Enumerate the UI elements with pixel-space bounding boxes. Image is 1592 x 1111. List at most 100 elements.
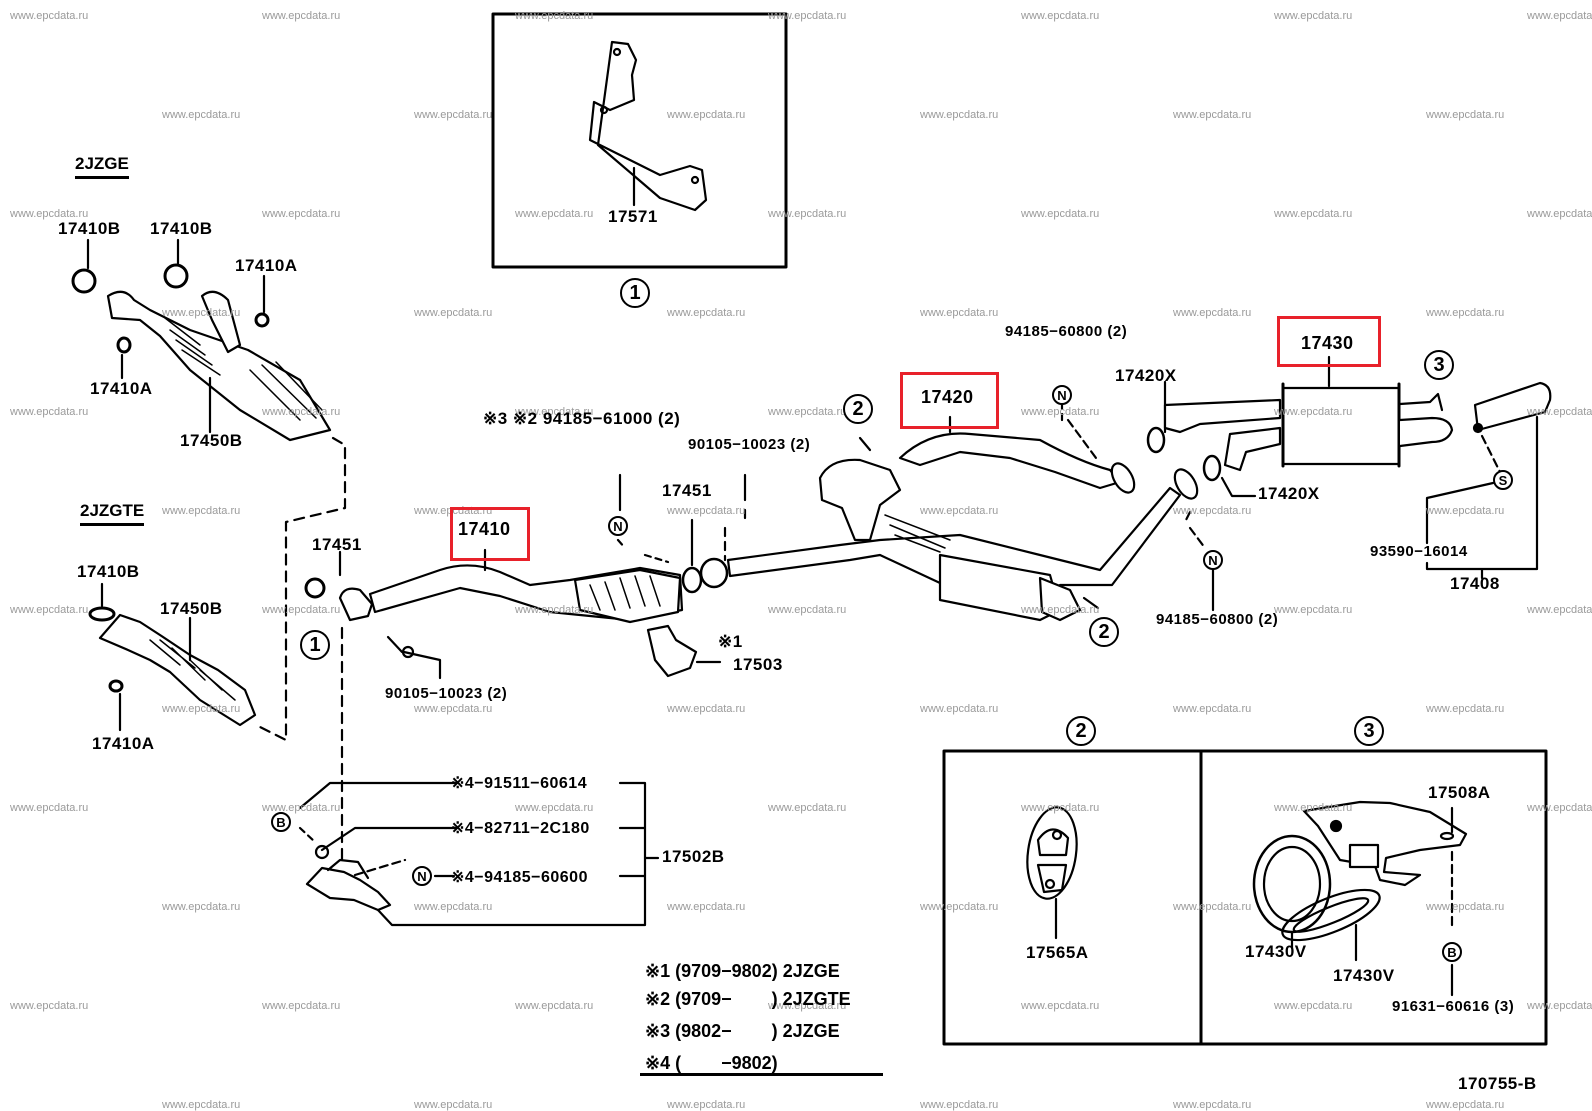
part-label-17451-2[interactable]: 17451 [662, 481, 712, 500]
watermark-text: www.epcdata.ru [1426, 1099, 1505, 1111]
watermark-text: www.epcdata.ru [1426, 505, 1505, 517]
watermark-text: www.epcdata.ru [414, 703, 493, 715]
insulator-17502B-drawing [298, 781, 660, 927]
callout-3-main[interactable]: 3 [1424, 350, 1454, 380]
watermark-text: www.epcdata.ru [1274, 1000, 1353, 1012]
part-label-91511-60614[interactable]: ※4−91511−60614 [451, 775, 588, 792]
callout-3-inset[interactable]: 3 [1354, 716, 1384, 746]
callout-2-main-upper[interactable]: 2 [843, 394, 873, 424]
part-label-94185-61000[interactable]: ※3 ※2 94185−61000 (2) [483, 409, 681, 428]
nut-marker-N-94185-61000[interactable]: N [608, 516, 628, 536]
part-label-17450B-1[interactable]: 17450B [180, 431, 243, 450]
watermark-text: www.epcdata.ru [414, 109, 493, 121]
part-label-94185-60800-1[interactable]: 94185−60800 (2) [1005, 323, 1128, 340]
bracket-17508A-drawing [1302, 800, 1468, 997]
part-label-17420X-2[interactable]: 17420X [1258, 484, 1320, 503]
part-label-17430V-2[interactable]: 17430V [1333, 966, 1395, 985]
note-1-mark: ※1 [645, 961, 671, 981]
note-4-mark: ※4 [645, 1053, 671, 1073]
nut-marker-N-94185-60800-1[interactable]: N [1052, 385, 1072, 405]
watermark-text: www.epcdata.ru [667, 703, 746, 715]
part-label-17410B-2[interactable]: 17410B [150, 219, 213, 238]
part-label-17571[interactable]: 17571 [608, 207, 658, 226]
watermark-text: www.epcdata.ru [920, 901, 999, 913]
watermark-text: www.epcdata.ru [262, 10, 341, 22]
watermark-text: www.epcdata.ru [162, 307, 241, 319]
watermark-text: www.epcdata.ru [515, 802, 594, 814]
nut-marker-N-94185-60800-2[interactable]: N [1203, 550, 1223, 570]
watermark-text: www.epcdata.ru [1527, 208, 1592, 220]
watermark-text: www.epcdata.ru [1021, 406, 1100, 418]
watermark-text: www.epcdata.ru [667, 307, 746, 319]
part-label-17410A-2[interactable]: 17410A [90, 379, 153, 398]
watermark-text: www.epcdata.ru [1274, 10, 1353, 22]
watermark-text: www.epcdata.ru [162, 109, 241, 121]
part-label-17408[interactable]: 17408 [1450, 574, 1500, 593]
part-label-17565A[interactable]: 17565A [1026, 943, 1089, 962]
part-label-94185-60800-2[interactable]: 94185−60800 (2) [1156, 611, 1279, 628]
watermark-text: www.epcdata.ru [1173, 1099, 1252, 1111]
watermark-text: www.epcdata.ru [414, 307, 493, 319]
part-label-17503[interactable]: 17503 [733, 655, 783, 674]
part-label-17410B-3[interactable]: 17410B [77, 562, 140, 581]
watermark-text: www.epcdata.ru [1173, 505, 1252, 517]
part-label-90105-10023-2[interactable]: 90105−10023 (2) [688, 436, 811, 453]
part-label-90105-10023-1[interactable]: 90105−10023 (2) [385, 685, 508, 702]
note-2-mark: ※2 [645, 989, 671, 1009]
callout-2-inset[interactable]: 2 [1066, 716, 1096, 746]
watermark-text: www.epcdata.ru [1021, 208, 1100, 220]
part-label-17508A[interactable]: 17508A [1428, 783, 1491, 802]
part-label-82711-2C180[interactable]: ※4−82711−2C180 [451, 820, 590, 837]
part-label-17410B-1[interactable]: 17410B [58, 219, 121, 238]
watermark-text: www.epcdata.ru [920, 505, 999, 517]
callout-1-inset[interactable]: 1 [620, 278, 650, 308]
watermark-text: www.epcdata.ru [1527, 10, 1592, 22]
watermark-text: www.epcdata.ru [414, 901, 493, 913]
nut-marker-N-94185-60600[interactable]: N [412, 866, 432, 886]
part-label-17410A-3[interactable]: 17410A [92, 734, 155, 753]
part-label-17430V-1[interactable]: 17430V [1245, 942, 1307, 961]
rubber-hanger-17565A-drawing [1026, 806, 1078, 940]
part-label-17420X-1[interactable]: 17420X [1115, 366, 1177, 385]
part-label-17410[interactable]: 17410 [458, 519, 511, 539]
watermark-text: www.epcdata.ru [768, 208, 847, 220]
watermark-text: www.epcdata.ru [667, 109, 746, 121]
bolt-marker-B-91511[interactable]: B [271, 812, 291, 832]
watermark-text: www.epcdata.ru [1173, 901, 1252, 913]
watermark-text: www.epcdata.ru [10, 208, 89, 220]
note-2-text: (9709− ) 2JZGTE [675, 989, 851, 1009]
part-label-91631-60616[interactable]: 91631−60616 (3) [1392, 998, 1515, 1015]
watermark-text: www.epcdata.ru [262, 406, 341, 418]
part-label-17410A-1[interactable]: 17410A [235, 256, 298, 275]
part-label-93590-16014[interactable]: 93590−16014 [1370, 543, 1468, 560]
watermark-text: www.epcdata.ru [162, 505, 241, 517]
part-label-94185-60600[interactable]: ※4−94185−60600 [451, 869, 588, 886]
bolt-marker-B-91631[interactable]: B [1442, 942, 1462, 962]
notes-divider [640, 1073, 883, 1076]
part-label-17450B-2[interactable]: 17450B [160, 599, 223, 618]
callout-1-main[interactable]: 1 [300, 630, 330, 660]
watermark-text: www.epcdata.ru [920, 307, 999, 319]
watermark-text: www.epcdata.ru [768, 802, 847, 814]
spring-marker-S[interactable]: S [1493, 470, 1513, 490]
highlight-17430 [1277, 316, 1381, 367]
watermark-text: www.epcdata.ru [920, 109, 999, 121]
part-label-17502B[interactable]: 17502B [662, 847, 725, 866]
watermark-text: www.epcdata.ru [1527, 1000, 1592, 1012]
watermark-text: www.epcdata.ru [1173, 703, 1252, 715]
watermark-text: www.epcdata.ru [10, 604, 89, 616]
engine-label-2jzge: 2JZGE [75, 155, 129, 179]
part-label-17430[interactable]: 17430 [1301, 333, 1354, 353]
watermark-text: www.epcdata.ru [162, 703, 241, 715]
note-4: ※4 ( −9802) [645, 1054, 778, 1072]
part-label-17451-1[interactable]: 17451 [312, 535, 362, 554]
bracket-17571-drawing [588, 40, 708, 212]
watermark-text: www.epcdata.ru [1527, 802, 1592, 814]
part-label-17420[interactable]: 17420 [921, 387, 974, 407]
watermark-text: www.epcdata.ru [1426, 703, 1505, 715]
engine-label-2jzgte: 2JZGTE [80, 502, 145, 526]
callout-2-main-lower[interactable]: 2 [1089, 617, 1119, 647]
watermark-text: www.epcdata.ru [1173, 307, 1252, 319]
gasket-flat-17430V-drawing [1281, 888, 1381, 942]
watermark-text: www.epcdata.ru [262, 604, 341, 616]
